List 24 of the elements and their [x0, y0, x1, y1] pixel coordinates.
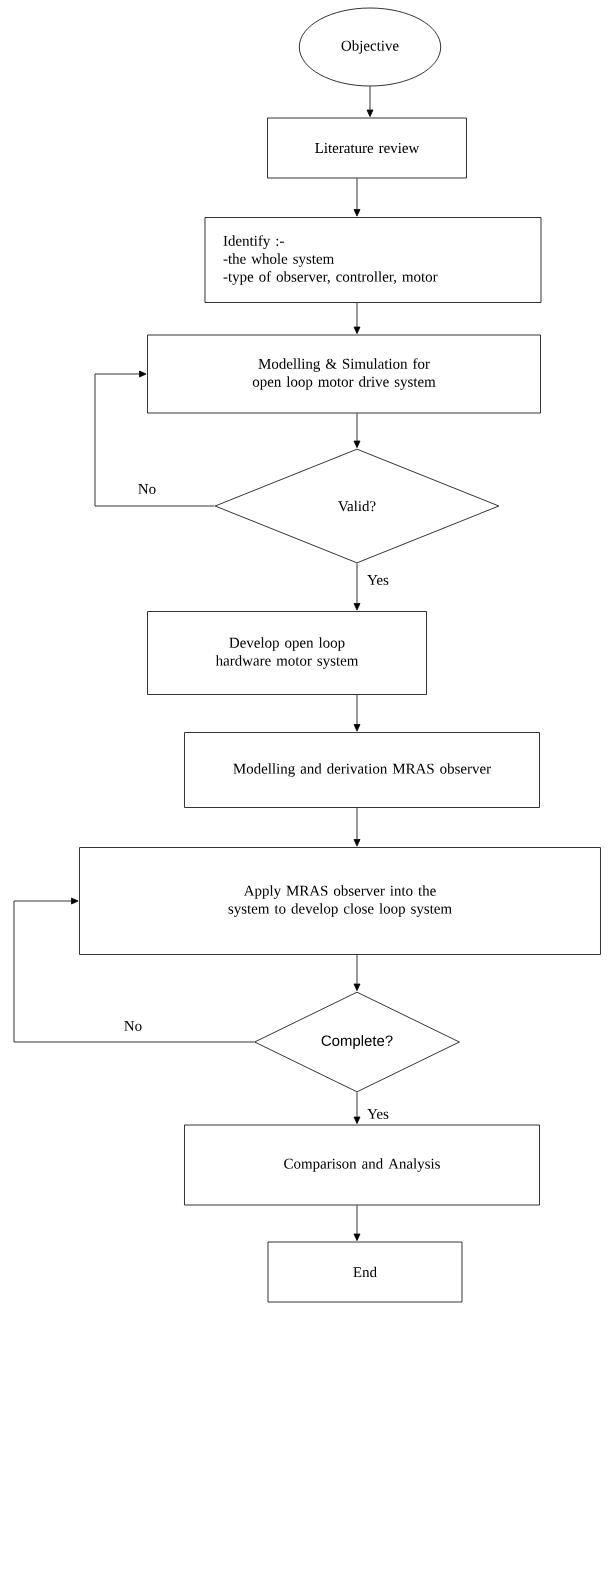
arrow	[353, 694, 361, 732]
arrow	[353, 413, 361, 448]
arrow	[353, 1092, 361, 1124]
process-box: Apply MRAS observer into the system to develop close loop system	[79, 847, 601, 955]
edge-label: Yes	[366, 1108, 390, 1120]
arrow	[353, 178, 361, 217]
process-box: Modelling and derivation MRAS observer	[184, 732, 540, 808]
process-box: Identify :- -the whole system -type of observer, controller, motor	[204, 217, 542, 303]
arrow	[94, 370, 215, 507]
edge-label: Yes	[366, 574, 390, 586]
process-box: Comparison and Analysis	[184, 1124, 540, 1206]
process-box: Literature review	[267, 117, 467, 179]
arrow	[353, 1205, 361, 1241]
process-box: Modelling & Simulation for open loop motor drive system	[147, 334, 541, 414]
arrow	[353, 302, 361, 334]
arrow	[353, 954, 361, 991]
edge-label: No	[122, 1020, 144, 1032]
arrow	[13, 897, 255, 1043]
process-box: Develop open loop hardware motor system	[147, 611, 427, 695]
arrow	[353, 563, 361, 611]
process-box: End	[267, 1241, 463, 1303]
arrow	[366, 86, 374, 118]
edge-label: No	[136, 483, 158, 495]
arrow	[353, 807, 361, 847]
